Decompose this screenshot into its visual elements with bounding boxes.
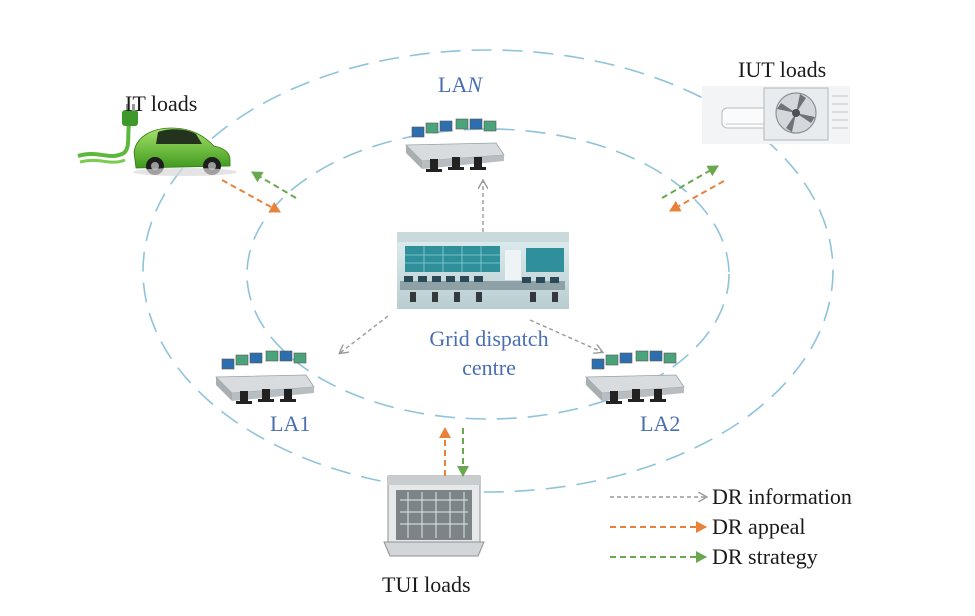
la2-label: LA2 [640, 411, 680, 436]
legend: DR information DR appeal DR strategy [610, 484, 852, 569]
appeal-arrow-iut [669, 180, 725, 212]
legend-info-label: DR information [712, 484, 852, 509]
grid-dispatch-centre-image [397, 232, 569, 309]
grid-dispatch-centre-label-line1: Grid dispatch [429, 326, 548, 351]
legend-appeal-label: DR appeal [712, 514, 805, 539]
air-conditioner-icon [702, 86, 850, 144]
la1-label: LA1 [270, 411, 310, 436]
outer-ring [142, 49, 834, 493]
grid-dispatch-centre-label-line2: centre [462, 355, 516, 380]
la1-workstation-image [215, 350, 315, 404]
la-n-index: N [466, 72, 483, 97]
it-loads-label: IT loads [125, 91, 197, 116]
la-n-prefix: LA [438, 72, 467, 97]
tui-loads-label: TUI loads [382, 572, 471, 597]
inner-ring [246, 128, 730, 420]
appeal-arrow-it [221, 179, 281, 213]
info-arrow-to-la1 [340, 315, 389, 353]
la-n-workstation-image [405, 118, 505, 172]
la2-workstation-image [585, 350, 685, 404]
strategy-arrow-it [251, 171, 297, 199]
strategy-arrow-iut [661, 165, 719, 199]
electric-car-icon [77, 104, 237, 176]
iut-loads-label: IUT loads [738, 57, 826, 82]
info-arrow-to-la2 [529, 319, 602, 352]
la-n-label: LAN [438, 72, 483, 97]
dishwasher-icon [383, 475, 485, 557]
legend-strategy-label: DR strategy [712, 544, 818, 569]
